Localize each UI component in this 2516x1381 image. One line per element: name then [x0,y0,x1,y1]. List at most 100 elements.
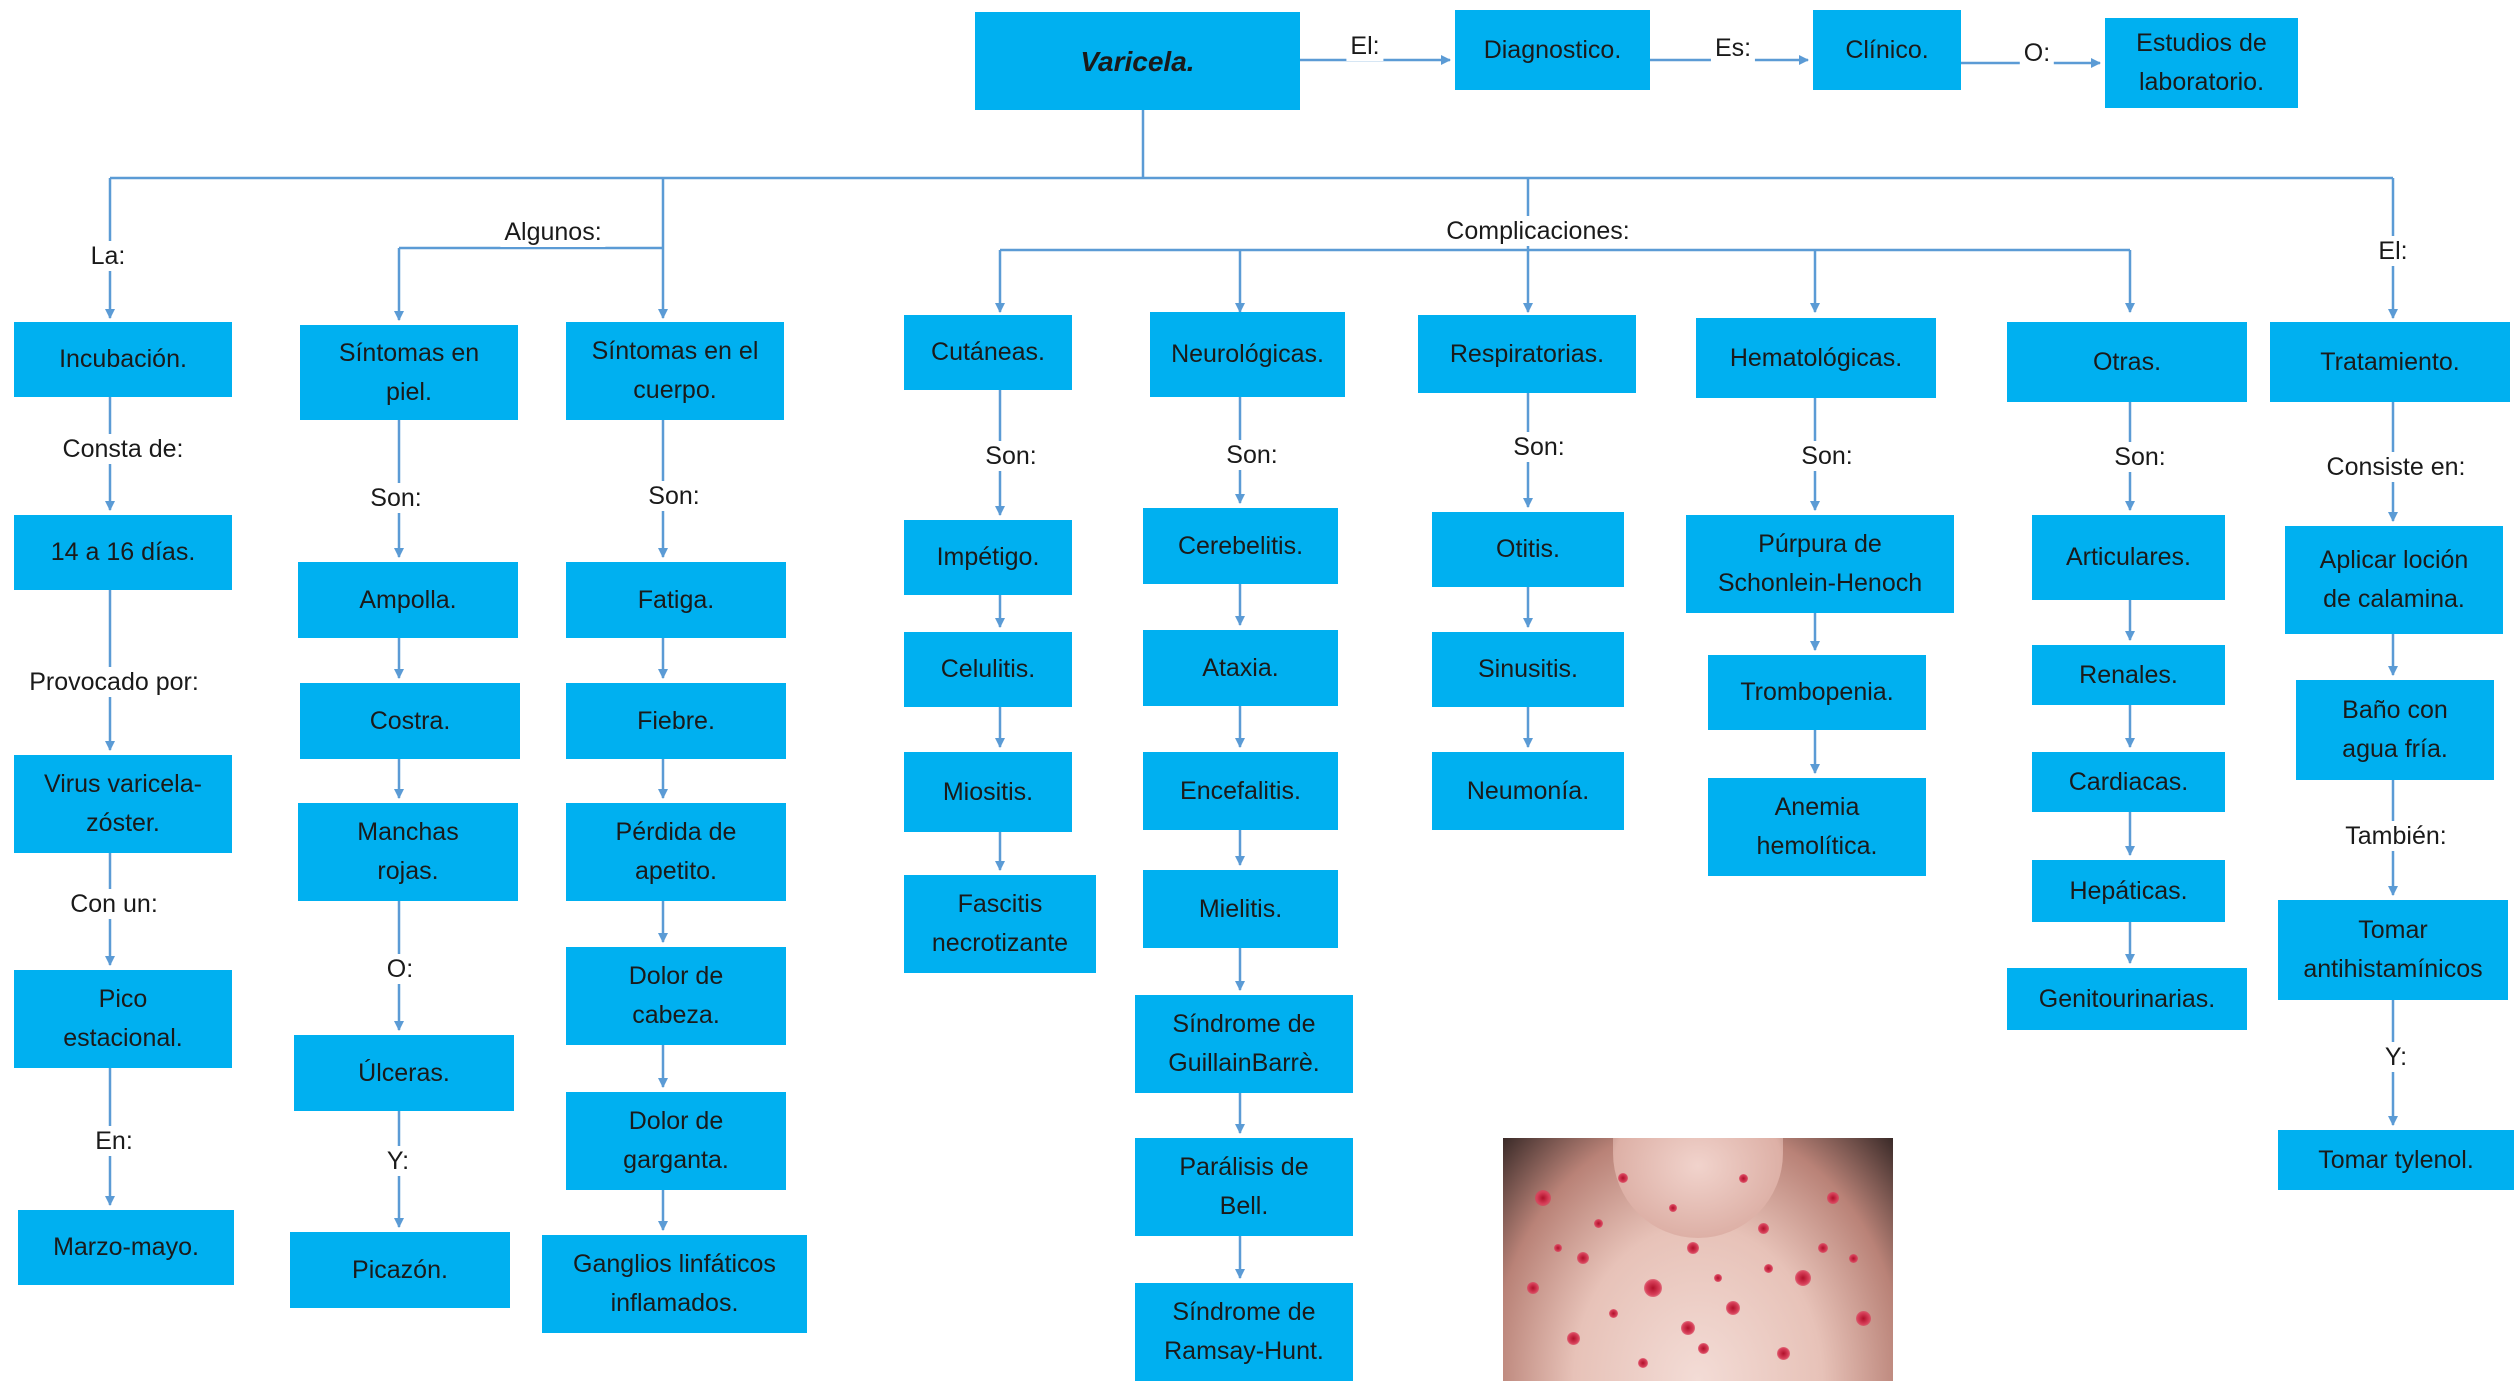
label-provocado: Provocado por: [25,667,203,697]
node-renales: Renales. [2032,645,2225,705]
node-cutaneas: Cutáneas. [904,315,1072,390]
node-bell: Parálisis de Bell. [1135,1138,1353,1236]
node-ulceras: Úlceras. [294,1035,514,1111]
node-perdida: Pérdida de apetito. [566,803,786,901]
label-con-un: Con un: [66,889,162,919]
rash-spot [1855,1310,1871,1326]
rash-spot [1738,1173,1748,1183]
rash-spot [1527,1282,1539,1294]
rash-spot [1535,1190,1551,1206]
rash-spot [1644,1279,1662,1297]
node-cardiacas: Cardiacas. [2032,752,2225,812]
node-ataxia: Ataxia. [1143,630,1338,706]
label-son-respiratorias: Son: [1509,432,1569,462]
node-clinico: Clínico. [1813,10,1961,90]
label-consta: Consta de: [58,434,188,464]
rash-spot [1795,1270,1811,1286]
node-picazon: Picazón. [290,1232,510,1308]
rash-spot [1763,1263,1773,1273]
node-genitourinarias: Genitourinarias. [2007,968,2247,1030]
node-varicela: Varicela. [975,12,1300,110]
rash-spot [1593,1218,1603,1228]
node-dolor-cabeza: Dolor de cabeza. [566,947,786,1045]
node-ampolla: Ampolla. [298,562,518,638]
label-la: La: [86,241,130,271]
varicela-rash-photo [1503,1138,1893,1381]
label-y-tratamiento: Y: [2380,1042,2412,1072]
label-consiste: Consiste en: [2322,452,2470,482]
node-hepaticas: Hepáticas. [2032,860,2225,922]
node-ramsay: Síndrome de Ramsay-Hunt. [1135,1283,1353,1381]
node-articulares: Articulares. [2032,515,2225,600]
node-pico: Pico estacional. [14,970,232,1068]
node-guillain: Síndrome de GuillainBarrè. [1135,995,1353,1093]
rash-spot [1577,1252,1589,1264]
node-marzo: Marzo-mayo. [18,1210,234,1285]
node-estudios: Estudios de laboratorio. [2105,18,2298,108]
label-el-right: El: [2374,236,2412,266]
node-encefalitis: Encefalitis. [1143,752,1338,830]
rash-spot [1618,1173,1628,1183]
rash-spot [1827,1192,1839,1204]
node-respiratorias: Respiratorias. [1418,315,1636,393]
node-cerebelitis: Cerebelitis. [1143,508,1338,584]
rash-spot [1554,1244,1562,1252]
node-dolor-garganta: Dolor de garganta. [566,1092,786,1190]
node-impetigo: Impétigo. [904,520,1072,595]
label-algunos: Algunos: [500,217,606,247]
label-es: Es: [1710,33,1756,63]
rash-spot [1714,1274,1722,1282]
node-hematologicas: Hematológicas. [1696,318,1936,398]
node-tylenol: Tomar tylenol. [2278,1130,2514,1190]
rash-spot [1687,1242,1699,1254]
rash-spot [1757,1222,1769,1234]
node-sintomas-cuerpo: Síntomas en el cuerpo. [566,322,784,420]
neck-shape [1613,1138,1783,1238]
rash-spot [1669,1204,1677,1212]
node-sintomas-piel: Síntomas en piel. [300,325,518,420]
label-o-piel: O: [382,954,418,984]
label-o-top: O: [2019,38,2055,68]
rash-spot [1681,1321,1695,1335]
node-fascitis: Fascitis necrotizante [904,875,1096,973]
node-anemia: Anemia hemolítica. [1708,778,1926,876]
rash-spot [1726,1301,1740,1315]
node-otitis: Otitis. [1432,512,1624,587]
label-son-piel: Son: [366,483,426,513]
node-purpura: Púrpura de Schonlein-Henoch [1686,515,1954,613]
label-son-neurologicas: Son: [1222,440,1282,470]
node-fatiga: Fatiga. [566,562,786,638]
node-sinusitis: Sinusitis. [1432,632,1624,707]
node-bano: Baño con agua fría. [2296,680,2494,780]
rash-spot [1848,1253,1858,1263]
node-celulitis: Celulitis. [904,632,1072,707]
node-incubacion: Incubación. [14,322,232,397]
rash-spot [1818,1243,1828,1253]
node-mielitis: Mielitis. [1143,870,1338,948]
node-neurologicas: Neurológicas. [1150,312,1345,397]
node-dias: 14 a 16 días. [14,515,232,590]
node-costra: Costra. [300,683,520,759]
node-manchas: Manchas rojas. [298,803,518,901]
rash-spot [1638,1358,1648,1368]
label-son-cutaneas: Son: [981,441,1041,471]
label-el-top: El: [1346,31,1384,61]
node-miositis: Miositis. [904,752,1072,832]
node-antihistaminicos: Tomar antihistamínicos [2278,900,2508,1000]
node-tratamiento: Tratamiento. [2270,322,2510,402]
node-trombopenia: Trombopenia. [1708,655,1926,730]
rash-spot [1608,1308,1618,1318]
label-tambien: También: [2341,821,2451,851]
rash-spot [1697,1342,1709,1354]
node-fiebre: Fiebre. [566,683,786,759]
node-neumonia: Neumonía. [1432,752,1624,830]
label-son-hematologicas: Son: [1797,441,1857,471]
label-son-otras: Son: [2110,442,2170,472]
rash-spot [1566,1331,1580,1345]
node-otras: Otras. [2007,322,2247,402]
node-diagnostico: Diagnostico. [1455,10,1650,90]
node-virus: Virus varicela- zóster. [14,755,232,853]
label-y-piel: Y: [382,1146,414,1176]
label-son-cuerpo: Son: [644,481,704,511]
